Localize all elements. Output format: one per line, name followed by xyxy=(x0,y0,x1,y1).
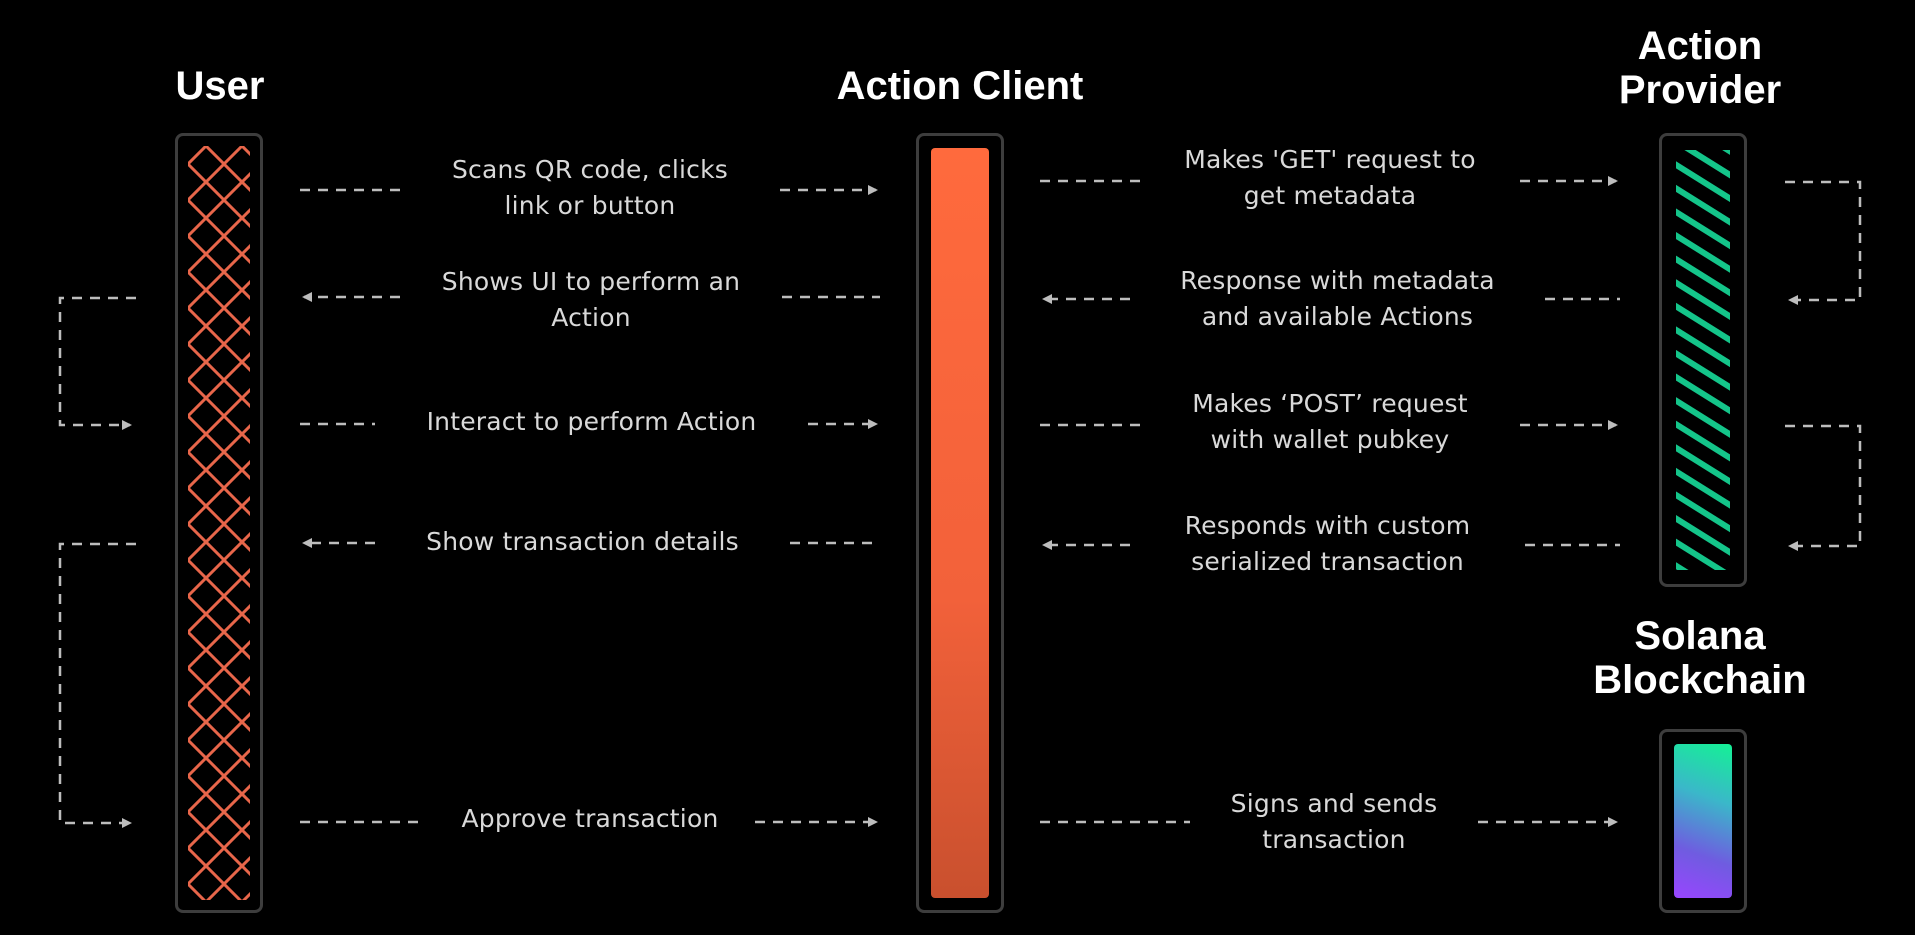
message-interact-line1: Interact to perform Action xyxy=(426,407,757,436)
loop-provider-2 xyxy=(1785,424,1862,551)
message-approve-line1: Approve transaction xyxy=(461,804,719,833)
message-metadata-response-line1: Response with metadata xyxy=(1180,266,1495,295)
lifeline-solana-blockchain-panel xyxy=(1674,744,1732,898)
actor-title-action-client: Action Client xyxy=(800,64,1120,108)
message-sign-send: Signs and sends transaction xyxy=(1190,786,1478,858)
lifeline-user-lattice xyxy=(188,146,250,900)
message-metadata-response-line2: and available Actions xyxy=(1201,302,1474,331)
actor-title-user: User xyxy=(150,64,290,108)
lifeline-action-provider xyxy=(1659,133,1747,587)
message-approve: Approve transaction xyxy=(425,801,755,837)
message-show-tx-line1: Show transaction details xyxy=(426,527,739,556)
message-sign-send-line1: Signs and sends xyxy=(1230,789,1438,818)
message-post-request-line1: Makes ‘POST’ request xyxy=(1192,389,1468,418)
lifeline-user xyxy=(175,133,263,913)
actor-title-solana-blockchain: Solana Blockchain xyxy=(1560,614,1840,702)
message-tx-response: Responds with custom serialized transact… xyxy=(1130,508,1525,580)
message-post-request: Makes ‘POST’ request with wallet pubkey xyxy=(1140,386,1520,458)
actor-title-action-client-text: Action Client xyxy=(836,64,1084,108)
message-get-request: Makes 'GET' request to get metadata xyxy=(1140,142,1520,214)
lifeline-action-provider-stripes xyxy=(1676,150,1730,570)
message-show-ui-line2: Action xyxy=(551,303,631,332)
message-scan-qr-line1: Scans QR code, clicks xyxy=(451,155,728,184)
loop-user-2 xyxy=(58,542,136,828)
actor-title-solana-blockchain-line1: Solana xyxy=(1634,614,1766,658)
message-tx-response-line2: serialized transaction xyxy=(1191,547,1464,576)
actor-title-solana-blockchain-line2: Blockchain xyxy=(1593,658,1807,702)
lifeline-action-client xyxy=(916,133,1004,913)
loop-user-1 xyxy=(58,296,136,430)
actor-title-action-provider: Action Provider xyxy=(1560,24,1840,112)
actor-title-user-text: User xyxy=(175,64,265,108)
message-scan-qr: Scans QR code, clicks link or button xyxy=(400,152,780,224)
message-post-request-line2: with wallet pubkey xyxy=(1210,425,1450,454)
actor-title-action-provider-line2: Provider xyxy=(1618,68,1782,112)
lifeline-solana-blockchain xyxy=(1659,729,1747,913)
lifeline-action-client-bar xyxy=(931,148,989,898)
message-show-tx: Show transaction details xyxy=(375,524,790,560)
actor-title-action-provider-line1: Action xyxy=(1637,24,1763,68)
message-tx-response-line1: Responds with custom xyxy=(1184,511,1471,540)
message-sign-send-line2: transaction xyxy=(1262,825,1406,854)
message-show-ui: Shows UI to perform an Action xyxy=(400,264,782,336)
message-metadata-response: Response with metadata and available Act… xyxy=(1130,263,1545,335)
message-get-request-line2: get metadata xyxy=(1243,181,1417,210)
message-show-ui-line1: Shows UI to perform an xyxy=(441,267,741,296)
message-get-request-line1: Makes 'GET' request to xyxy=(1184,145,1476,174)
loop-provider-1 xyxy=(1785,180,1862,305)
message-interact: Interact to perform Action xyxy=(375,404,808,440)
message-scan-qr-line2: link or button xyxy=(504,191,676,220)
